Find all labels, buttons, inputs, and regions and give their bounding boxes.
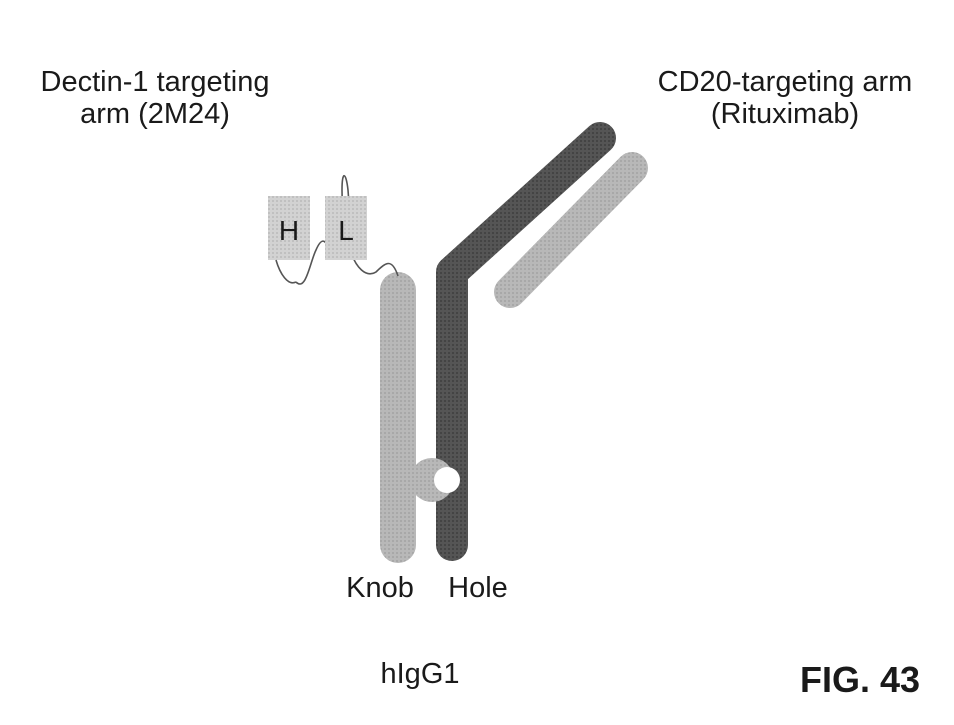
- dectin1-arm-label: Dectin-1 targeting arm (2M24): [20, 66, 290, 131]
- dectin1-arm-label-line1: Dectin-1 targeting: [40, 66, 270, 98]
- light-domain-label: L: [338, 215, 354, 246]
- cd20-arm-label-line2: (Rituximab): [710, 98, 860, 131]
- h-domain-tail: [275, 259, 297, 284]
- dectin1-arm-label-line2: arm (2M24): [80, 98, 230, 131]
- hole-label: Hole: [448, 572, 508, 604]
- figure-number: FIG. 43: [799, 659, 921, 700]
- knob-label: Knob: [346, 572, 414, 604]
- scfv-linker: [295, 174, 399, 285]
- cd20-light-chain: [494, 152, 648, 308]
- isotype-label: hIgG1: [380, 658, 460, 690]
- heavy-domain-label: H: [279, 215, 299, 246]
- hole-heavy-chain: [436, 122, 616, 561]
- heavy-variable-domain: [268, 196, 310, 260]
- light-variable-domain: [325, 196, 367, 260]
- cd20-arm-label-line1: CD20-targeting arm: [657, 66, 913, 98]
- cd20-arm-label: CD20-targeting arm (Rituximab): [640, 66, 930, 131]
- hole-notch: [434, 467, 460, 493]
